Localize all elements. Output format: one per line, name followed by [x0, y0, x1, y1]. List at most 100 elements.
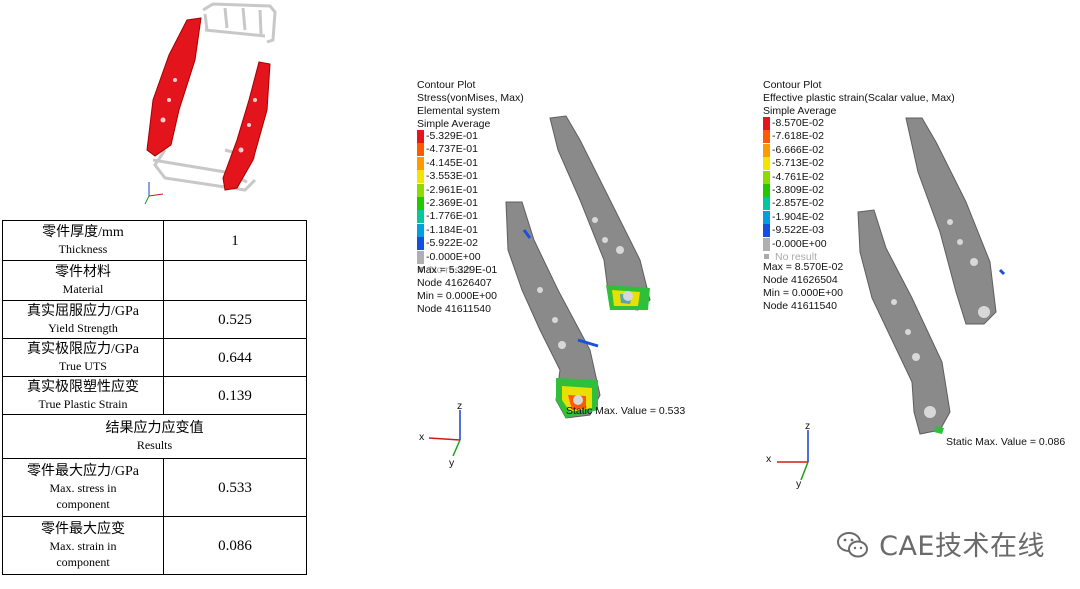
plot1-max-node: Node 41626407 — [417, 277, 492, 289]
left-side-member — [146, 17, 202, 157]
legend-value: -1.904E-02 — [772, 210, 824, 223]
legend-swatch — [417, 183, 424, 197]
legend-value: -0.000E+00 — [426, 250, 481, 263]
legend-value: -1.776E-01 — [426, 210, 478, 223]
legend-swatch — [763, 117, 770, 130]
row-value: 0.644 — [163, 338, 307, 377]
axis-x-label: x — [419, 431, 425, 443]
row-label-cn: 真实极限应力/GPa — [27, 341, 139, 357]
legend-value: -3.809E-02 — [772, 183, 824, 196]
plot1-model-view — [505, 115, 651, 419]
row-value: 0.086 — [163, 516, 307, 575]
legend-swatch — [763, 143, 770, 157]
triad-icon-plot1 — [428, 410, 461, 457]
row-label-en: True Plastic Strain — [38, 396, 128, 411]
plot1-header: Contour Plot Stress(vonMises, Max) Eleme… — [417, 79, 524, 131]
axis-y-label: y — [449, 457, 455, 469]
seat-frame-view — [144, 2, 277, 205]
plot2-title: Contour Plot — [763, 79, 822, 91]
row-label-en: Material — [62, 281, 104, 296]
wechat-icon — [837, 532, 868, 558]
plot1-stats: Max = 5.329E-01 Node 41626407 Min = 0.00… — [417, 264, 497, 316]
legend-value: -4.761E-02 — [772, 170, 824, 183]
legend-entry: -4.145E-01 — [417, 156, 481, 170]
legend-swatch — [763, 237, 770, 251]
legend-no-result: No result — [763, 251, 827, 264]
legend-swatch — [417, 143, 424, 157]
plot2-max: Max = 8.570E-02 — [763, 261, 844, 273]
plot2-model-view — [857, 117, 1006, 435]
row-value: 0.533 — [163, 458, 307, 517]
legend-swatch — [417, 237, 424, 251]
row-label-en: Max. strain in — [49, 538, 117, 553]
plot1-max: Max = 5.329E-01 — [417, 264, 498, 276]
row-label-en: Thickness — [58, 241, 108, 256]
results-header-en: Results — [136, 437, 173, 452]
plot2-header: Contour Plot Effective plastic strain(Sc… — [763, 79, 955, 118]
legend-entry: -5.329E-01 — [417, 130, 481, 143]
row-label-en: component — [56, 496, 110, 511]
results-header-cn: 结果应力应变值 — [105, 420, 204, 436]
row-label-cn: 真实屈服应力/GPa — [27, 303, 139, 319]
legend-value: -3.553E-01 — [426, 170, 478, 183]
row-value — [163, 260, 307, 301]
row-label-en: component — [56, 554, 110, 569]
legend-swatch — [763, 210, 770, 224]
plot2-max-node: Node 41626504 — [763, 274, 838, 286]
right-side-member — [222, 61, 271, 191]
legend-entry: -5.713E-02 — [763, 157, 827, 171]
legend-value: -2.857E-02 — [772, 197, 824, 210]
plot1-min: Min = 0.000E+00 — [417, 290, 497, 302]
legend-entry: -1.776E-01 — [417, 210, 481, 224]
legend-swatch — [417, 250, 424, 264]
legend-entry: -0.000E+00 — [763, 237, 827, 251]
legend-value: -1.184E-01 — [426, 223, 478, 236]
plot1-legend: -5.329E-01-4.737E-01-4.145E-01-3.553E-01… — [417, 130, 481, 277]
legend-entry: -9.522E-03 — [763, 224, 827, 238]
legend-value: -5.922E-02 — [426, 237, 478, 250]
legend-no-result: No result — [417, 264, 481, 277]
plot2-result: Effective plastic strain(Scalar value, M… — [763, 92, 955, 104]
plot1-result: Stress(vonMises, Max) — [417, 92, 524, 104]
axis-z-label: z — [805, 420, 811, 432]
legend-entry: -3.553E-01 — [417, 170, 481, 184]
no-result-swatch — [764, 253, 769, 259]
legend-entry: -6.666E-02 — [763, 143, 827, 157]
triad-icon-plot2 — [777, 430, 809, 481]
plot2-min-node: Node 41611540 — [763, 300, 837, 312]
no-result-label: No result — [775, 250, 818, 263]
rear-member-shape — [549, 115, 651, 311]
plot2-legend: -8.570E-02-7.618E-02-6.666E-02-5.713E-02… — [763, 117, 827, 264]
plot2-min: Min = 0.000E+00 — [763, 287, 843, 299]
row-label-en: True UTS — [59, 358, 107, 373]
row-label-cn: 零件材料 — [55, 264, 111, 280]
legend-entry: -1.184E-01 — [417, 223, 481, 237]
legend-entry: -1.904E-02 — [763, 210, 827, 224]
watermark: CAE技术在线 — [836, 524, 1045, 563]
legend-swatch — [763, 157, 770, 171]
legend-swatch — [417, 130, 424, 143]
legend-swatch — [763, 197, 770, 211]
legend-entry: -2.857E-02 — [763, 197, 827, 211]
legend-value: -7.618E-02 — [772, 130, 824, 143]
legend-entry: -5.922E-02 — [417, 237, 481, 251]
legend-value: -5.329E-01 — [426, 130, 478, 142]
front-member-shape — [505, 201, 601, 419]
plot1-min-node: Node 41611540 — [417, 303, 491, 315]
legend-entry: -3.809E-02 — [763, 183, 827, 197]
legend-value: -5.713E-02 — [772, 157, 824, 170]
row-label-en: Max. stress in — [49, 480, 117, 495]
plot1-averaging: Simple Average — [417, 118, 491, 130]
legend-value: -0.000E+00 — [772, 237, 827, 250]
legend-swatch — [417, 170, 424, 184]
triad-icon-small — [144, 182, 164, 205]
no-result-swatch — [418, 266, 423, 272]
row-label-cn: 零件最大应力/GPa — [27, 463, 139, 479]
